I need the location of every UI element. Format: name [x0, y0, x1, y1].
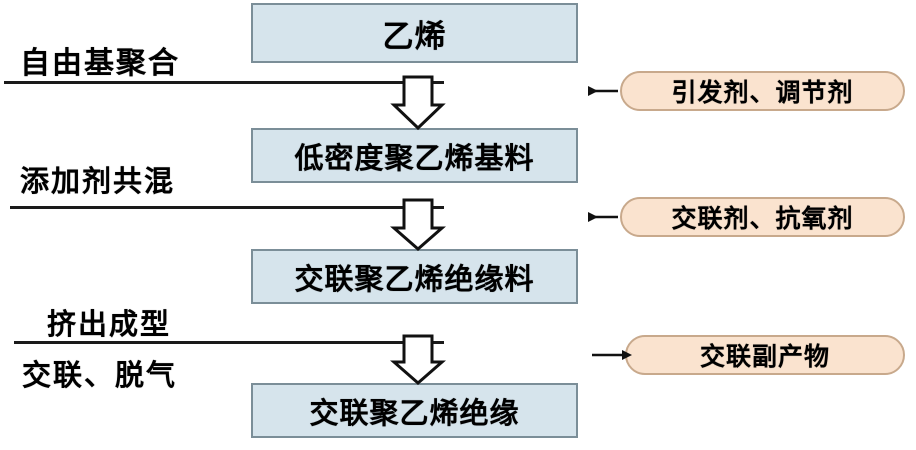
process-box-ethylene[interactable]: 乙烯 [251, 3, 578, 63]
process-box-label: 交联聚乙烯绝缘料 [294, 263, 535, 296]
process-box-label: 交联聚乙烯绝缘 [309, 397, 520, 430]
stage-label-additive-blending: 添加剂共混 [20, 166, 176, 198]
stage-label-free-radical-polymerization: 自由基聚合 [20, 47, 180, 80]
pill-crosslinker-antioxidant[interactable]: 交联剂、抗氧剂 [620, 197, 905, 237]
process-box-label: 低密度聚乙烯基料 [294, 142, 535, 175]
process-box-label: 乙烯 [382, 18, 447, 54]
pill-label: 交联剂、抗氧剂 [671, 205, 854, 233]
pill-initiator-regulator[interactable]: 引发剂、调节剂 [620, 71, 905, 111]
process-box-xlpe-insulation[interactable]: 交联聚乙烯绝缘 [251, 383, 578, 438]
stage-rule-2 [10, 206, 444, 209]
process-box-xlpe-compound[interactable]: 交联聚乙烯绝缘料 [251, 249, 578, 304]
pill-label: 交联副产物 [699, 343, 830, 371]
stage-rule-1 [4, 81, 444, 84]
block-arrow-down-1 [390, 75, 446, 131]
stage-label-extrusion-molding: 挤出成型 [47, 309, 172, 341]
pill-label: 引发剂、调节剂 [671, 79, 854, 107]
stage-rule-3 [14, 341, 444, 344]
process-box-ldpe-base[interactable]: 低密度聚乙烯基料 [251, 128, 578, 183]
pill-crosslinking-byproduct[interactable]: 交联副产物 [625, 335, 905, 375]
stage-label-crosslinking-degassing: 交联、脱气 [22, 360, 178, 392]
